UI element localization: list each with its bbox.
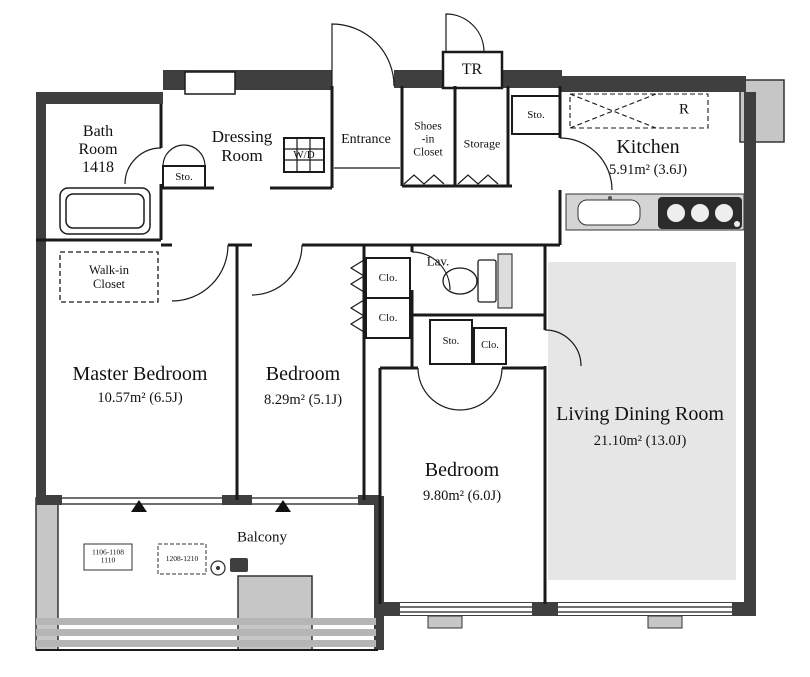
door-arcs: [124, 13, 613, 411]
bedroom3-size-label: 9.80m² (6.0J): [422, 487, 502, 504]
master-bedroom-name-label: Master Bedroom: [72, 362, 208, 385]
bedroom2-door-arc: [251, 244, 303, 296]
storage-box-hall: [429, 319, 473, 365]
entrance-label: Entrance: [341, 132, 391, 148]
living-dining-size-label: 21.10m² (13.0J): [593, 432, 687, 449]
pipe-space-box: [184, 71, 236, 95]
kitchen-size-label: 5.91m² (3.6J): [608, 161, 688, 178]
toilet-icon: [442, 253, 513, 309]
windows: [62, 497, 732, 615]
balcony-equipment-icon: [230, 558, 248, 572]
kitchen-door-arc: [559, 137, 613, 191]
balcony-access-triangle: [131, 500, 147, 512]
trunk-room-door-arc: [445, 13, 485, 53]
bedroom2-name-label: Bedroom: [265, 362, 341, 385]
walls-thin: [36, 86, 562, 604]
drain-icon: [210, 560, 226, 576]
lavatory-door-arc: [411, 251, 451, 291]
balcony-label: Balcony: [237, 529, 287, 546]
entrance-door-arc: [331, 23, 395, 87]
trunk-room-label: TR: [461, 61, 483, 79]
sink-icon: [577, 196, 641, 226]
storage-a-label: Sto.: [175, 170, 193, 183]
washer-dryer-label: W/D: [293, 148, 315, 161]
living-dining-name-label: Living Dining Room: [556, 402, 724, 425]
service-boxes: [162, 50, 561, 365]
lavatory-label: Lav.: [426, 253, 450, 269]
closet-box-upper: [365, 257, 411, 299]
kitchen-name-label: Kitchen: [616, 135, 680, 158]
refrigerator-label: R: [678, 101, 690, 118]
closet-c-label: Clo.: [481, 340, 499, 352]
balcony-railing: [36, 618, 378, 651]
closet-b-label: Clo.: [378, 311, 398, 324]
kitchen-counter: [565, 193, 745, 231]
bedroom2-size-label: 8.29m² (5.1J): [263, 391, 343, 408]
storage-label: Storage: [463, 136, 501, 151]
dressing-storage-door-arcs: [162, 144, 206, 167]
balcony-access-triangle: [275, 500, 291, 512]
vanity-icon: [497, 253, 513, 309]
bath-door-arc: [124, 147, 162, 185]
folding-door-marks: [349, 174, 499, 333]
walk-in-closet-label: Walk-in Closet: [89, 263, 129, 291]
closet-a-label: Clo.: [378, 271, 398, 284]
balcony-markers: [131, 500, 291, 576]
bath-room-label: Bath Room 1418: [78, 123, 118, 176]
dressing-room-label: Dressing Room: [211, 126, 273, 165]
structural-columns: [35, 79, 785, 651]
unit-number-b-label: 1208-1210: [165, 553, 199, 563]
washer-dryer-icon: [283, 137, 325, 173]
bedroom3-name-label: Bedroom: [424, 458, 500, 481]
unit-number-a-label: 1106-1108 1110: [92, 547, 124, 565]
storage-b-label: Sto.: [527, 108, 545, 121]
bathtub-icon: [59, 187, 151, 235]
closet-box-hall: [473, 327, 507, 365]
storage-c-label: Sto.: [442, 336, 460, 348]
bedroom3-double-door-arcs: [417, 367, 503, 411]
stove-icon: [658, 197, 742, 229]
master-bedroom-door-arc: [171, 244, 229, 302]
living-room-rug: [548, 262, 736, 580]
living-door-arc: [544, 329, 582, 367]
walk-in-closet-outline: [59, 251, 159, 303]
master-bedroom-size-label: 10.57m² (6.5J): [97, 389, 183, 406]
unit-number-boxes: [83, 543, 207, 575]
trunk-room-box: [441, 50, 504, 90]
closet-box-lower: [365, 297, 411, 339]
shoes-in-closet-label: Shoes -in Closet: [413, 120, 443, 159]
refrigerator-space: [569, 93, 709, 129]
